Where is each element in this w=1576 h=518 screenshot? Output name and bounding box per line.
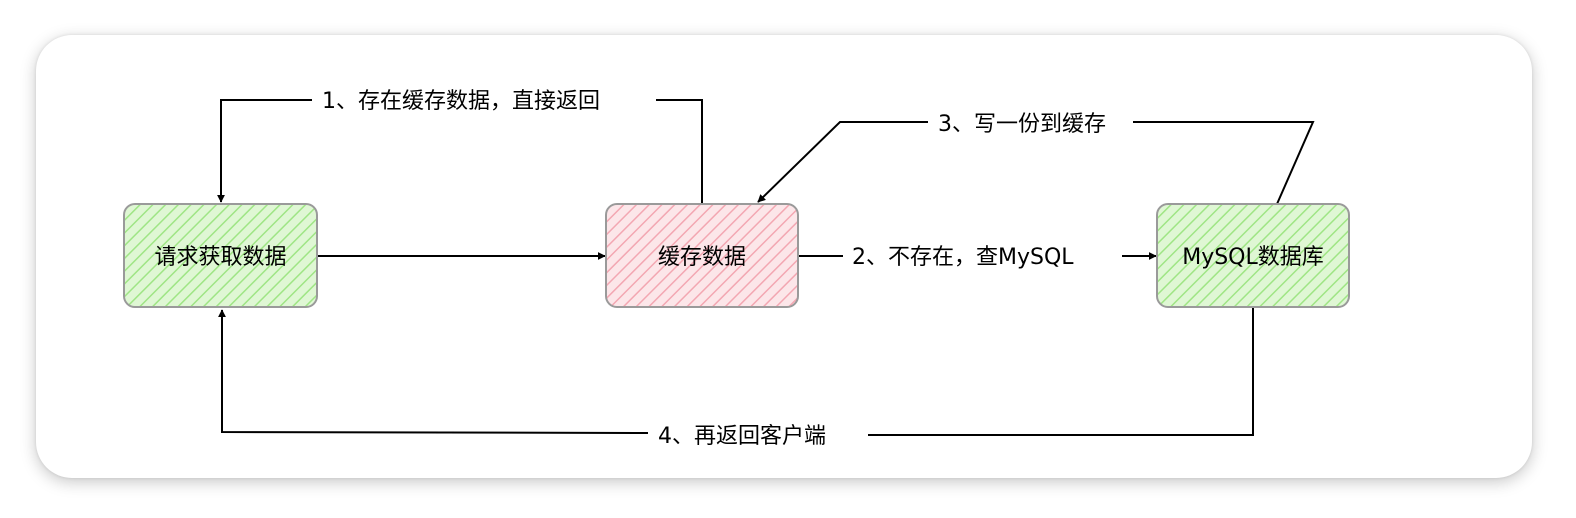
edge-return-client-line-2 [218,309,649,434]
edge-write-cache-line-2 [757,121,928,203]
edge-label-cache-hit: 1、存在缓存数据，直接返回 [322,89,600,114]
node-cache-label: 缓存数据 [658,245,746,270]
edge-label-write-cache: 3、写一份到缓存 [938,112,1106,137]
node-mysql: MySQL数据库 [1156,203,1350,308]
edge-cache-hit-line [656,99,703,203]
edge-cache-hit-line-2 [217,99,312,203]
edge-return-client-line [868,308,1254,436]
edge-write-cache-line [1133,121,1315,205]
edge-label-return-client: 4、再返回客户端 [658,424,826,449]
node-request: 请求获取数据 [123,203,318,308]
node-request-label: 请求获取数据 [154,245,286,270]
edge-label-cache-miss: 2、不存在，查MySQL [852,245,1074,270]
node-mysql-label: MySQL数据库 [1182,245,1324,270]
node-cache: 缓存数据 [605,203,799,308]
